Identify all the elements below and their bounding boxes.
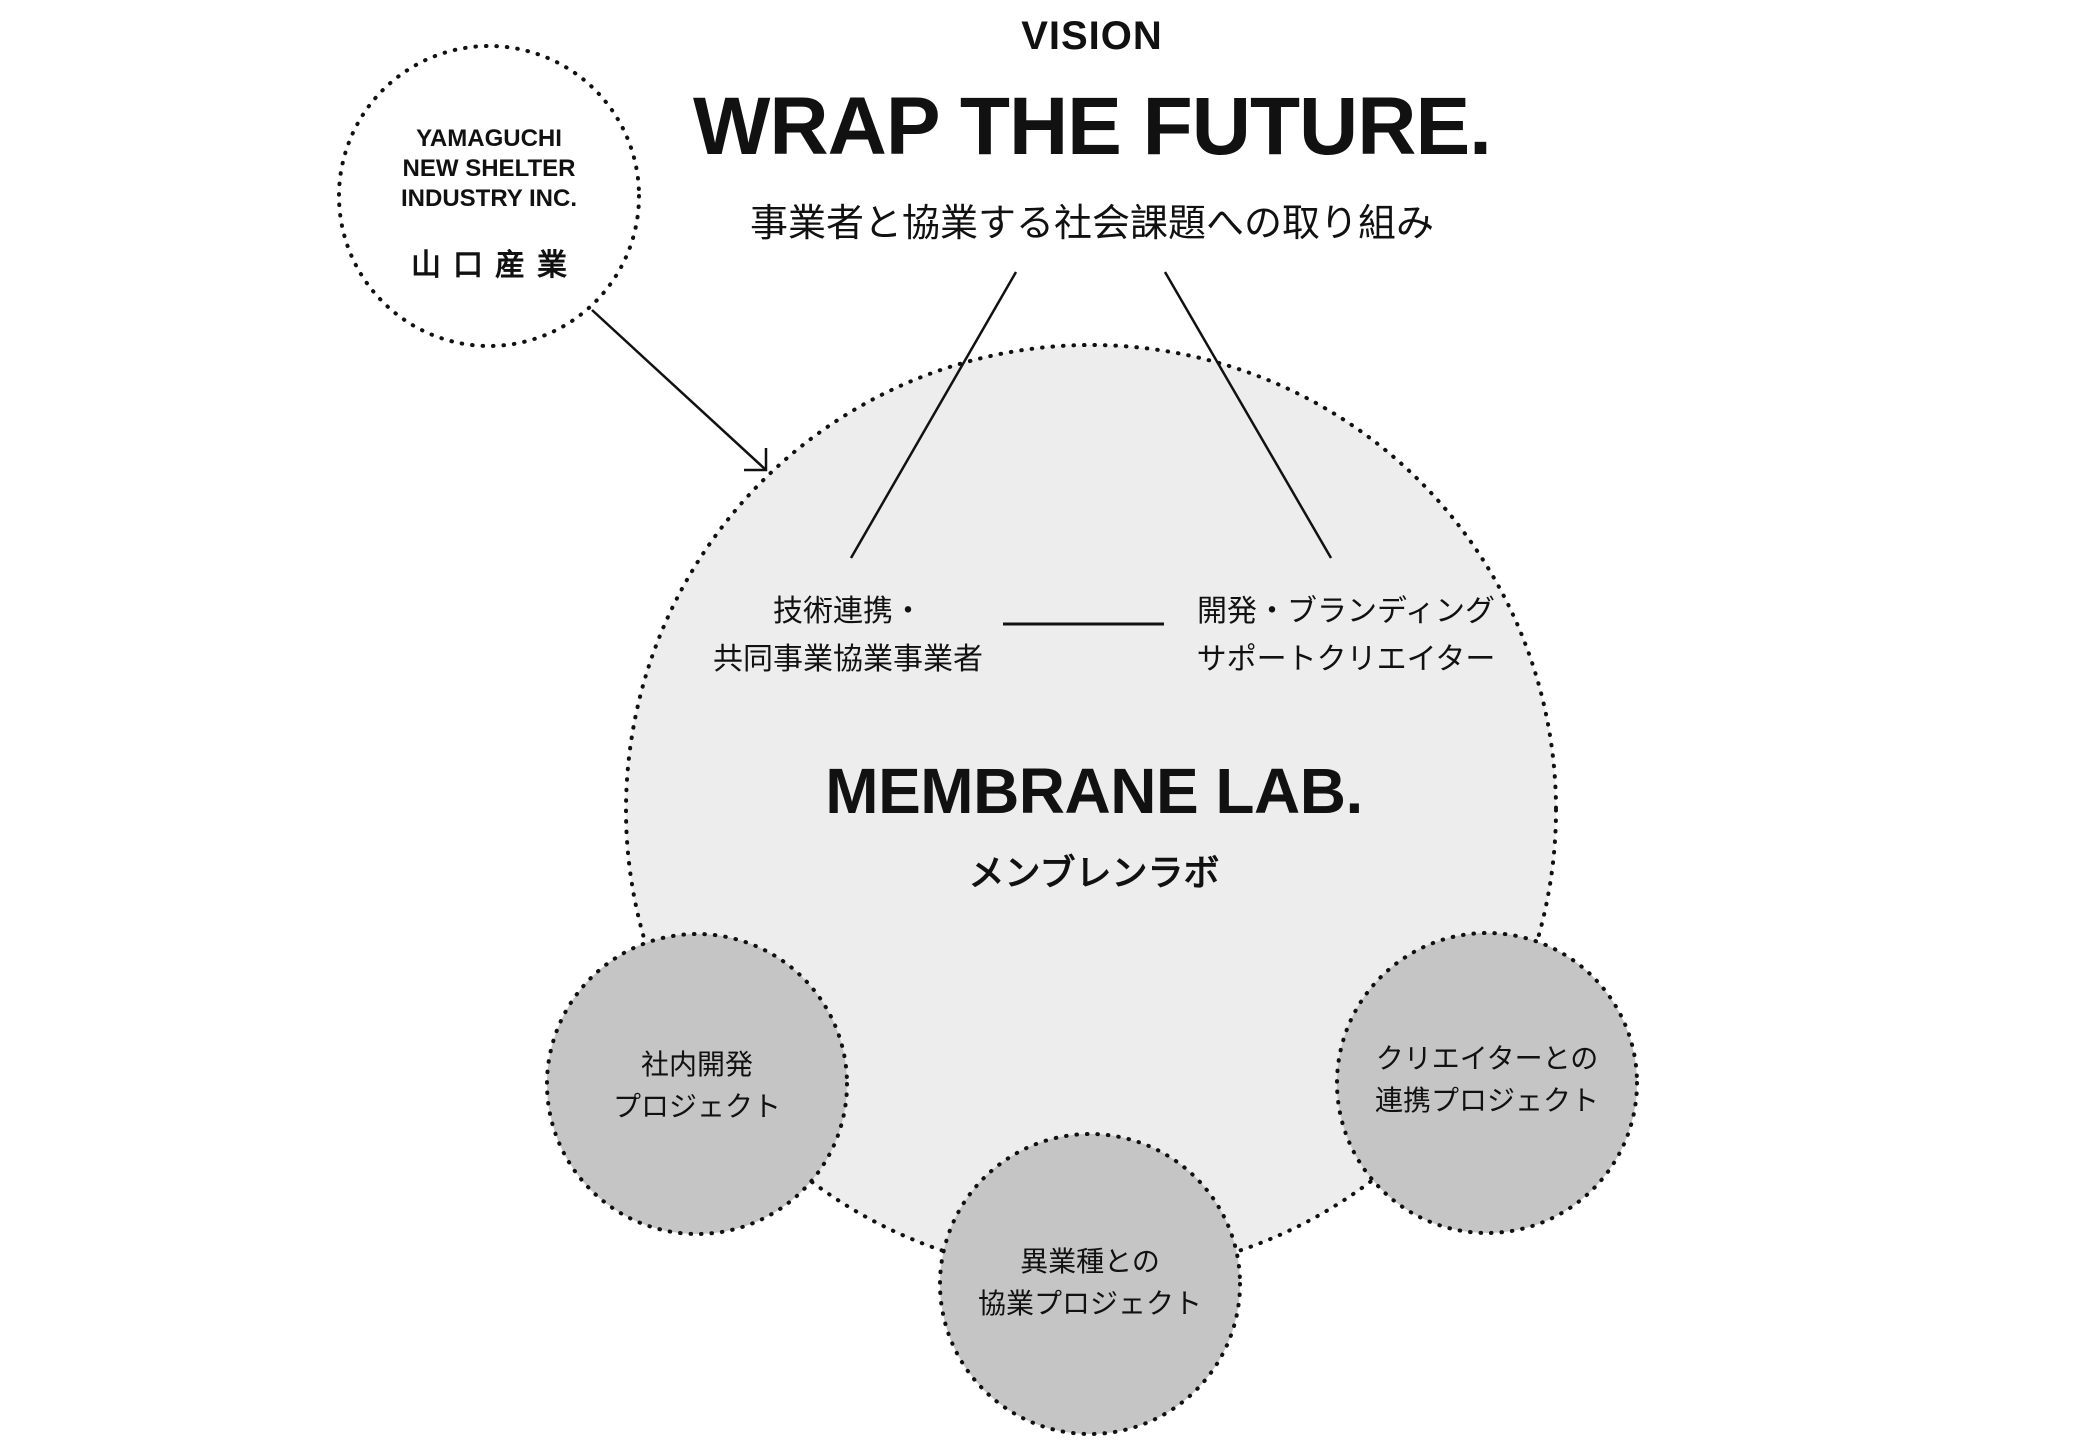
lab-name-jp: メンブレンラボ	[968, 853, 1220, 894]
company-name-en: YAMAGUCHI NEW SHELTER INDUSTRY INC.	[400, 125, 578, 212]
project-label-creator: クリエイターとの 連携プロジェクト	[1374, 1042, 1600, 1117]
vision-label: VISION	[1021, 14, 1163, 58]
project-circle-cross-industry	[938, 1132, 1242, 1436]
membrane-lab-circle	[624, 343, 1558, 1277]
connector-vision-to-left-partner	[849, 271, 1018, 559]
company-circle	[337, 44, 641, 348]
project-circle-in-house	[545, 932, 849, 1236]
arrowhead-icon	[744, 448, 768, 472]
connector-company-to-lab	[591, 309, 767, 471]
vision-subheading: 事業者と協業する社会課題への取り組み	[749, 201, 1435, 245]
partner-label-creator: 開発・ブランディング サポートクリエイター	[1196, 594, 1496, 677]
project-label-cross-industry: 異業種との 協業プロジェクト	[977, 1245, 1203, 1320]
partner-label-tech: 技術連携・ 共同事業協業事業者	[713, 594, 983, 677]
lab-name-en: MEMBRANE LAB.	[825, 755, 1363, 827]
project-label-in-house: 社内開発 プロジェクト	[612, 1048, 782, 1123]
vision-headline: WRAP THE FUTURE.	[693, 81, 1492, 172]
company-name-jp: 山口産業	[411, 248, 579, 283]
connector-vision-to-right-partner	[1163, 271, 1333, 559]
project-circle-creator	[1335, 931, 1639, 1235]
